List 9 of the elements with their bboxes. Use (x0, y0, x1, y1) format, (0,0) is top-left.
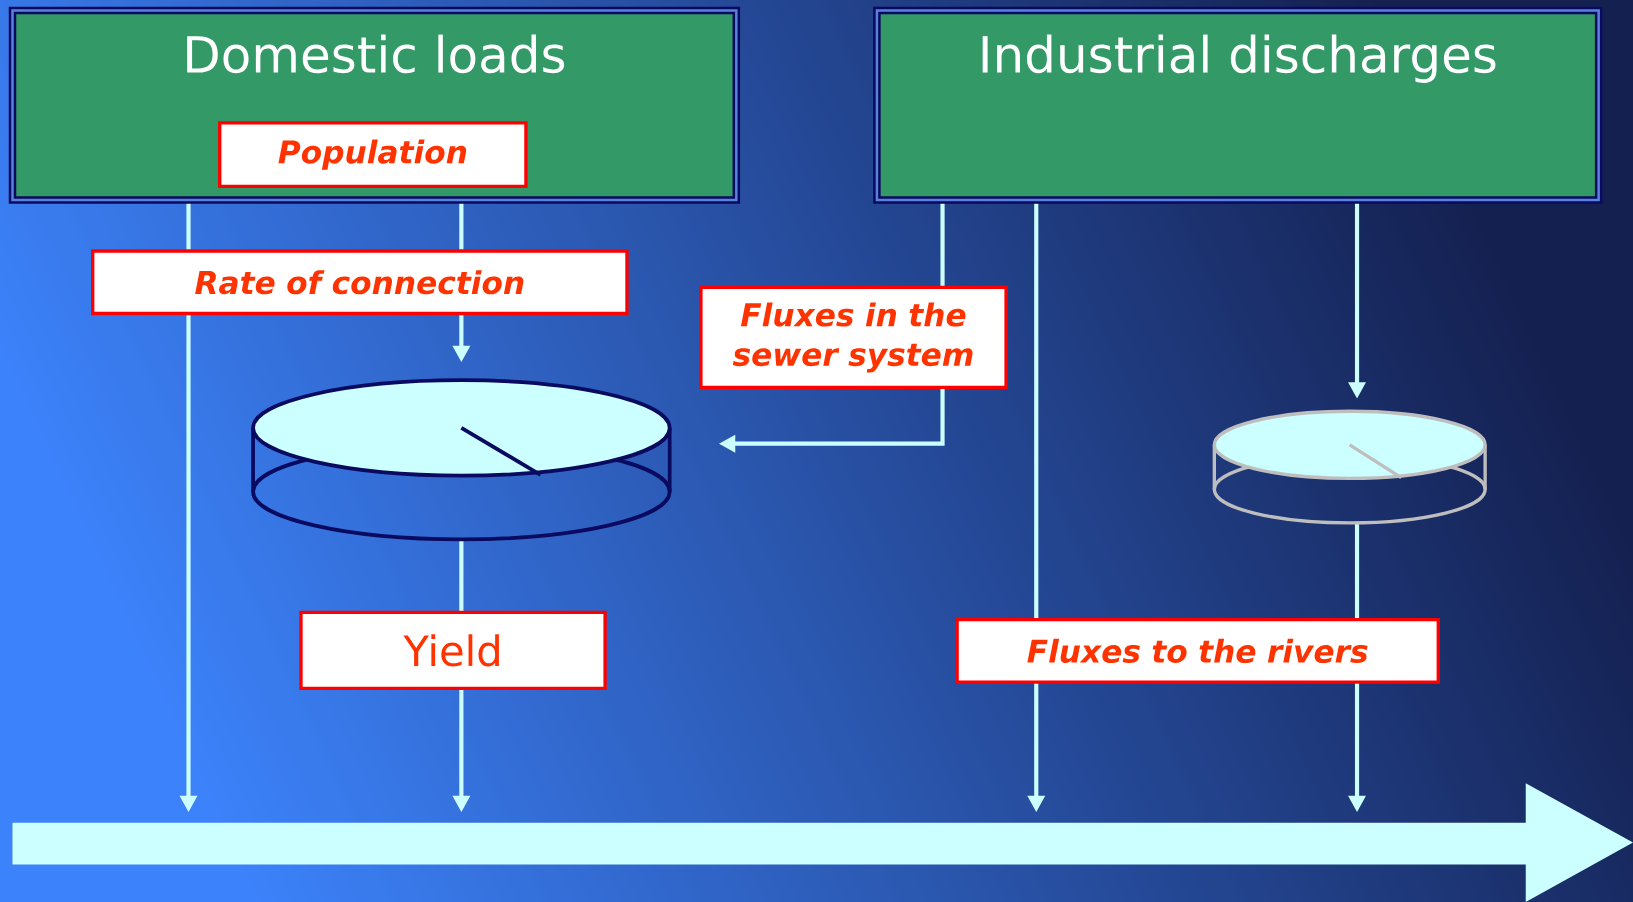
edge-label: Fluxes in the sewer system (699, 285, 1008, 390)
edge-label: Fluxes to the rivers (955, 618, 1440, 684)
group-box: Industrial discharges (873, 6, 1603, 204)
cylinder-drawing (1212, 409, 1487, 525)
big-arrow (12, 783, 1633, 902)
label-box: Population (218, 121, 528, 189)
edge-label: Rate of connection (91, 249, 629, 316)
cylinder-drawing (251, 378, 672, 542)
edge-label: Yield (299, 610, 607, 691)
